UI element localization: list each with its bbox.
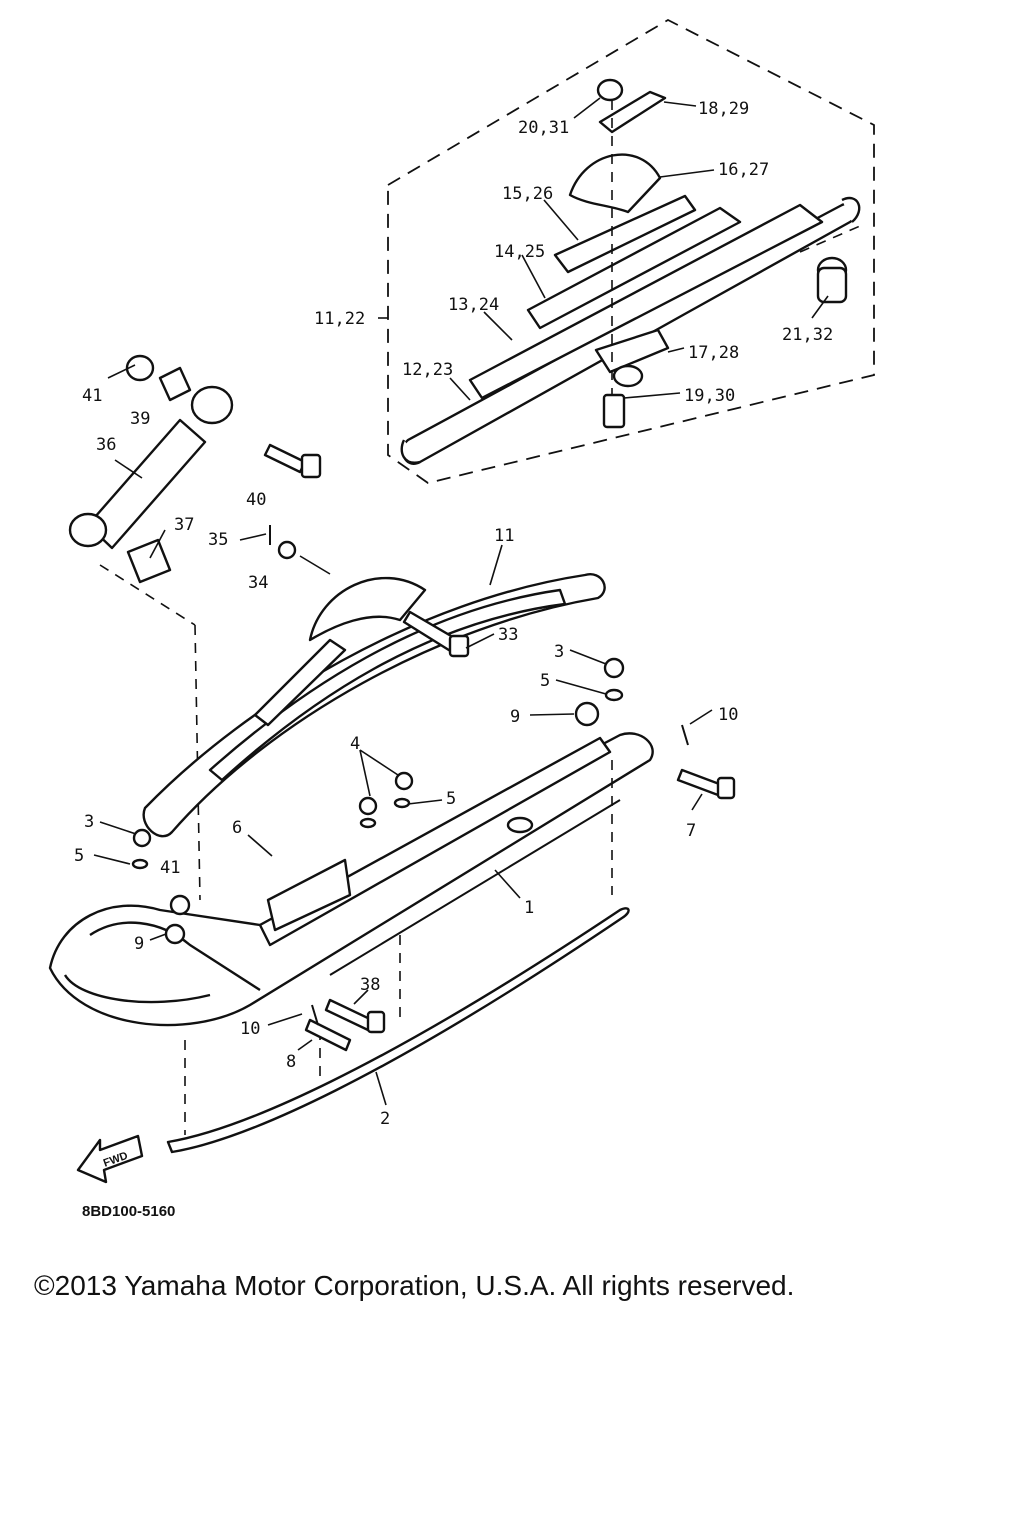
- callout-36: 36: [96, 435, 116, 455]
- inset-boundary: [387, 18, 875, 484]
- callout-2: 2: [380, 1109, 390, 1129]
- callout-17-28: 17,28: [688, 343, 739, 363]
- callout-15-26: 15,26: [502, 184, 553, 204]
- callout-35: 35: [208, 530, 228, 550]
- main-leaf-spring: [142, 573, 606, 838]
- callout-3-left: 3: [84, 812, 94, 832]
- diagram-code: 8BD100-5160: [82, 1203, 175, 1220]
- ski-body: [48, 732, 654, 1027]
- inset-leaf-spring: [400, 78, 861, 465]
- callout-40: 40: [246, 490, 266, 510]
- callout-16-27: 16,27: [718, 160, 769, 180]
- callout-20-31: 20,31: [518, 118, 569, 138]
- shock-absorber: [68, 354, 234, 901]
- callout-37: 37: [174, 515, 194, 535]
- callout-5-right: 5: [540, 671, 550, 691]
- callout-4: 4: [350, 734, 360, 754]
- callout-7: 7: [686, 821, 696, 841]
- callout-41-top: 41: [82, 386, 102, 406]
- callout-13-24: 13,24: [448, 295, 499, 315]
- callout-1: 1: [524, 898, 534, 918]
- callout-8: 8: [286, 1052, 296, 1072]
- callout-10-left: 10: [240, 1019, 260, 1039]
- callout-33: 33: [498, 625, 518, 645]
- bolt-40: [263, 443, 322, 479]
- callout-34: 34: [248, 573, 268, 593]
- callout-14-25: 14,25: [494, 242, 545, 262]
- callout-9-left: 9: [134, 934, 144, 954]
- copyright-notice: ©2013 Yamaha Motor Corporation, U.S.A. A…: [34, 1270, 795, 1301]
- callout-3-right: 3: [554, 642, 564, 662]
- callout-18-29: 18,29: [698, 99, 749, 119]
- callout-6: 6: [232, 818, 242, 838]
- callout-11-22: 11,22: [314, 309, 365, 329]
- callout-21-32: 21,32: [782, 325, 833, 345]
- callout-labels: 20,31 18,29 16,27 15,26 14,25 13,24 11,2…: [74, 99, 833, 1129]
- callout-19-30: 19,30: [684, 386, 735, 406]
- hardware-set: [131, 657, 736, 1052]
- wear-bar: [166, 907, 630, 1154]
- callout-12-23: 12,23: [402, 360, 453, 380]
- callout-5-mid: 5: [446, 789, 456, 809]
- callout-9-right: 9: [510, 707, 520, 727]
- callout-41-low: 41: [160, 858, 180, 878]
- callout-5-left: 5: [74, 846, 84, 866]
- fwd-arrow-icon: FWD: [76, 1134, 144, 1184]
- callout-11: 11: [494, 526, 514, 546]
- callout-38: 38: [360, 975, 380, 995]
- callout-10-right: 10: [718, 705, 738, 725]
- leader-lines: [93, 97, 829, 1106]
- callout-39: 39: [130, 409, 150, 429]
